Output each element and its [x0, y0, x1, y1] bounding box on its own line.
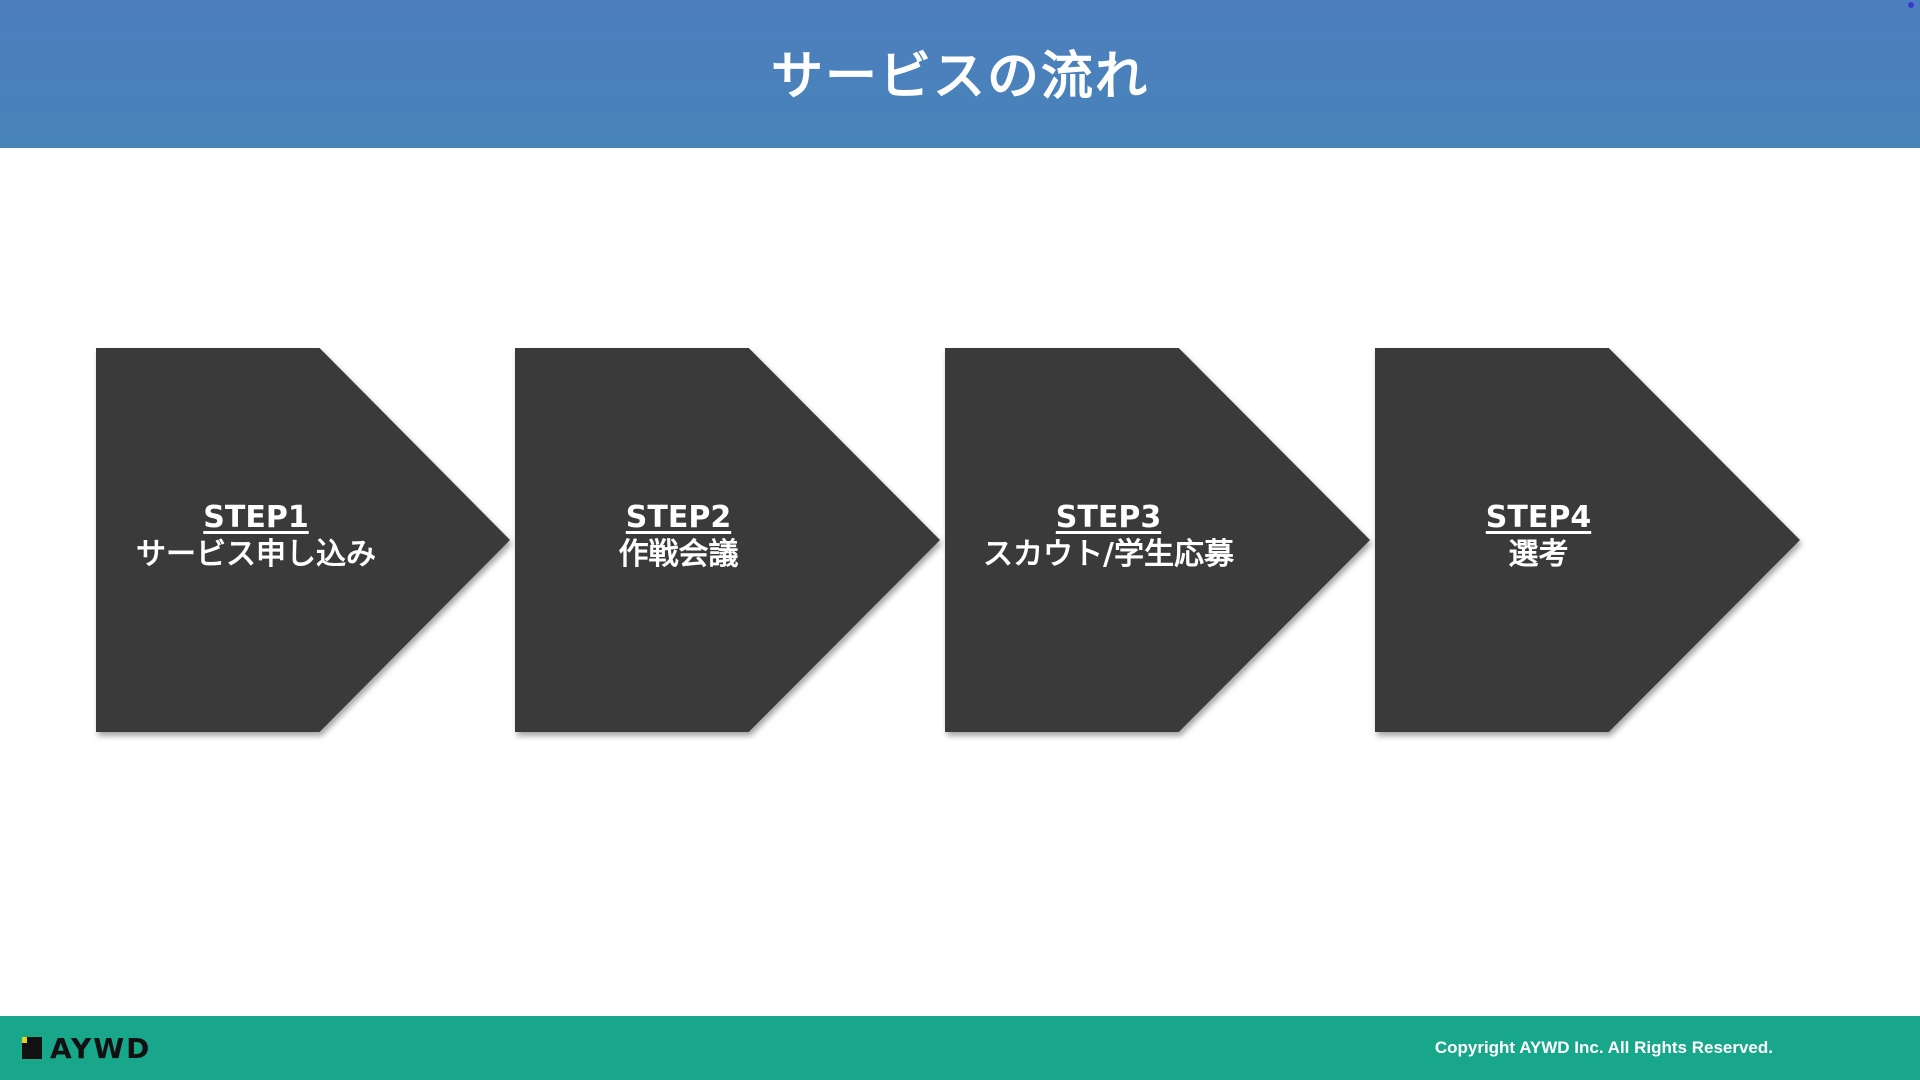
step-label: サービス申し込み: [136, 537, 376, 572]
logo-mark-icon: [22, 1037, 42, 1059]
step-label: 作戦会議: [618, 537, 739, 572]
step-number: STEP1: [203, 500, 309, 535]
step-1-text: STEP1 サービス申し込み: [96, 348, 416, 732]
step-3-arrow: STEP3 スカウト/学生応募: [945, 348, 1370, 732]
page-title: サービスの流れ: [770, 46, 1149, 107]
step-2-text: STEP2 作戦会議: [515, 348, 842, 732]
step-1-arrow: STEP1 サービス申し込み: [96, 348, 510, 732]
step-4-arrow: STEP4 選考: [1375, 348, 1800, 732]
step-number: STEP2: [625, 500, 732, 535]
step-label: 選考: [1508, 537, 1569, 572]
step-2-arrow: STEP2 作戦会議: [515, 348, 940, 732]
step-number: STEP4: [1485, 500, 1592, 535]
logo-text: AYWD: [50, 1031, 152, 1065]
title-bar: サービスの流れ: [0, 0, 1920, 148]
step-number: STEP3: [1055, 500, 1162, 535]
footer-bar: AYWD Copyright AYWD Inc. All Rights Rese…: [0, 1016, 1920, 1080]
company-logo: AYWD: [22, 1030, 151, 1066]
step-4-text: STEP4 選考: [1375, 348, 1702, 732]
corner-dot-icon: [1908, 2, 1914, 8]
step-3-text: STEP3 スカウト/学生応募: [945, 348, 1272, 732]
step-label: スカウト/学生応募: [983, 537, 1234, 572]
copyright-text: Copyright AYWD Inc. All Rights Reserved.: [1434, 1038, 1773, 1057]
